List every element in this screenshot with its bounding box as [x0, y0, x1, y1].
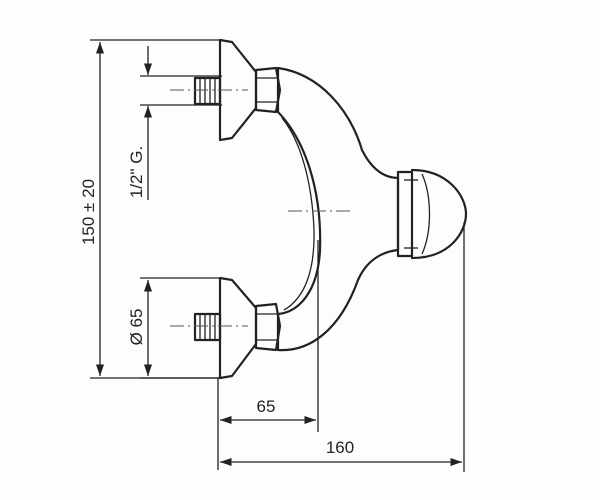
diameter-dimension-label: Ø 65 [127, 309, 146, 346]
lower-threaded-inlet [193, 312, 222, 342]
upper-hex-nut [254, 66, 282, 114]
upper-threaded-inlet [193, 76, 222, 106]
diameter-dimension: Ø 65 [127, 277, 222, 379]
thread-dimension-label: 1/2" G. [127, 146, 146, 198]
offset-dimension-label: 65 [257, 397, 276, 416]
depth-dimension: 160 [220, 222, 465, 472]
control-handle [396, 168, 468, 260]
depth-dimension-label: 160 [326, 438, 354, 457]
lower-escutcheon [218, 276, 258, 380]
mixer-main-body [276, 66, 400, 352]
mixer-inner-contour [281, 117, 315, 311]
thread-dimension: 1/2" G. [127, 46, 222, 200]
height-dimension-label: 150 ± 20 [79, 179, 98, 245]
lower-hex-nut [254, 302, 282, 352]
mixer-body [170, 38, 468, 380]
offset-dimension: 65 [217, 240, 319, 470]
